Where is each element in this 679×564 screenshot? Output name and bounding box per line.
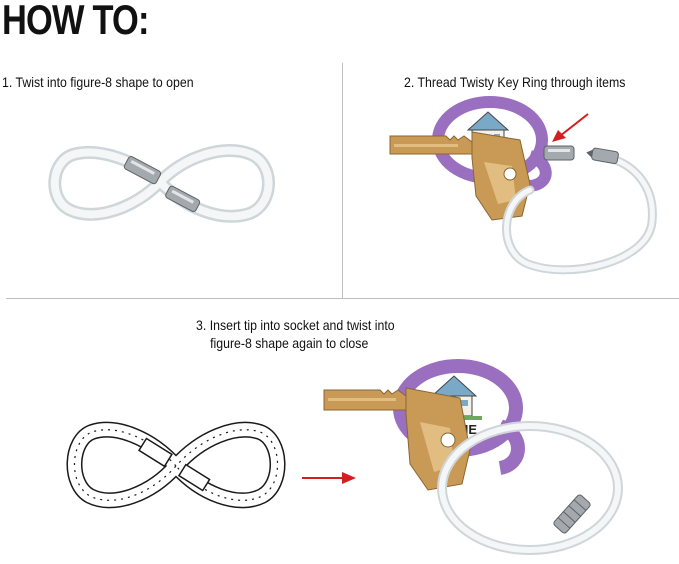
- horizontal-divider: [6, 298, 679, 299]
- step-1-text: Twist into figure-8 shape to open: [15, 74, 194, 90]
- step-3-caption: 3. Insert tip into socket and twist into…: [196, 316, 395, 352]
- page-title: HOW TO:: [2, 0, 149, 43]
- step-3-text-line2: figure-8 shape again to close: [210, 335, 369, 351]
- step-2-caption: 2. Thread Twisty Key Ring through items: [404, 73, 625, 91]
- step-2-text: Thread Twisty Key Ring through items: [417, 74, 626, 90]
- step-1-caption: 1. Twist into figure-8 shape to open: [2, 73, 194, 91]
- thread-ring-through-items-illustration: HOME: [389, 96, 657, 275]
- closed-ring-with-items-illustration: HOME: [323, 359, 623, 555]
- figure-8-closed-ring-lineart: [66, 421, 286, 509]
- arrow-icon: [302, 472, 356, 484]
- step-2-number: 2.: [404, 74, 415, 90]
- step-3-number: 3.: [196, 317, 207, 333]
- step-3-text-line1: Insert tip into socket and twist into: [209, 317, 395, 333]
- step-1-number: 1.: [2, 74, 13, 90]
- figure-8-open-ring-illustration: [48, 144, 275, 223]
- arrow-icon: [552, 113, 589, 142]
- vertical-divider: [342, 63, 343, 299]
